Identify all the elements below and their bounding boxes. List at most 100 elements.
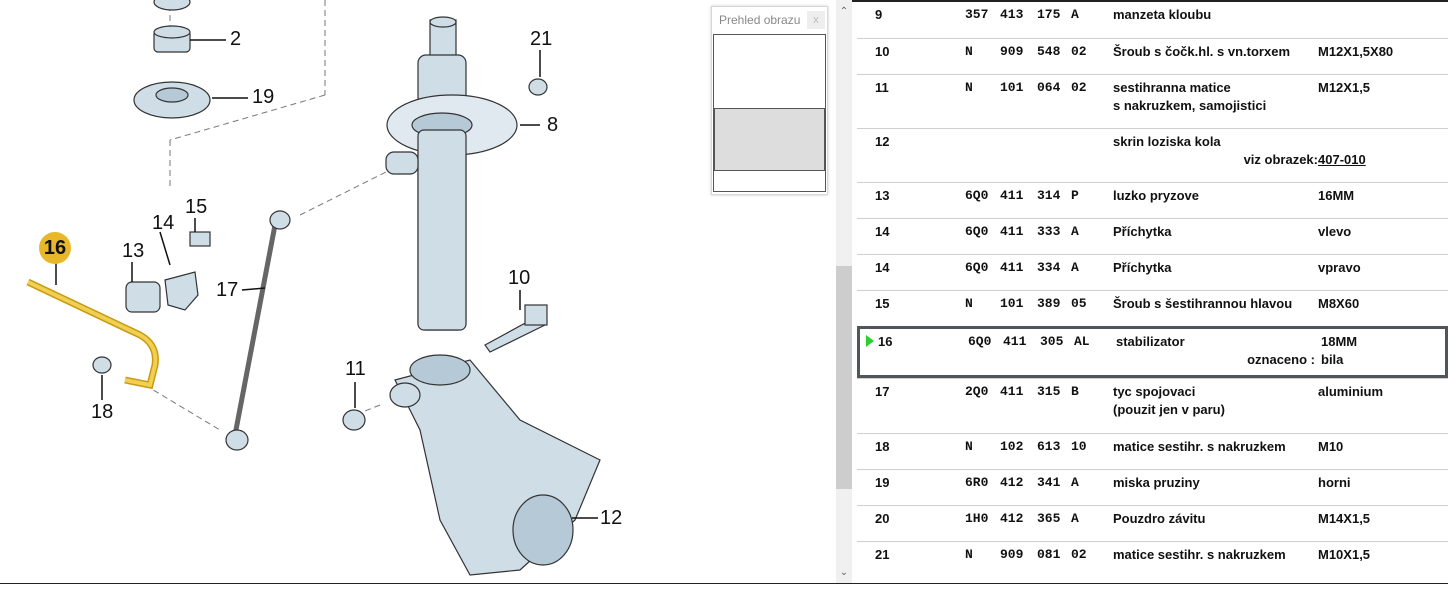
overview-viewport-handle[interactable] bbox=[714, 108, 825, 171]
part-spec: 18MM bbox=[1321, 334, 1358, 349]
divider bbox=[0, 583, 1448, 584]
part-description: Pouzdro závitu bbox=[1113, 511, 1206, 526]
part-spec: aluminium bbox=[1318, 384, 1384, 399]
part-suffix: A bbox=[1071, 511, 1079, 526]
callout-10[interactable]: 10 bbox=[508, 267, 531, 289]
part-number-1: 411 bbox=[1000, 384, 1024, 399]
note-label: oznaceno : bbox=[1247, 352, 1315, 367]
callout-12[interactable]: 12 bbox=[600, 507, 623, 529]
position-number: 16 bbox=[878, 334, 893, 349]
exploded-view-drawing bbox=[26, 0, 601, 576]
part-suffix: P bbox=[1071, 188, 1079, 203]
parts-diagram[interactable]: 2 19 21 8 16 13 14 15 17 10 11 18 12 bbox=[0, 0, 836, 583]
part-description-line2: s nakruzkem, samojistici bbox=[1113, 98, 1267, 113]
divider bbox=[852, 0, 1448, 2]
part-number-2: 175 bbox=[1037, 7, 1061, 22]
part-number-1: 411 bbox=[1000, 260, 1024, 275]
part-description: manzeta kloubu bbox=[1113, 7, 1212, 22]
part-description: sestihranna matice bbox=[1113, 80, 1231, 95]
callout-13[interactable]: 13 bbox=[122, 240, 145, 262]
part-number-1: 101 bbox=[1000, 296, 1024, 311]
overview-close-button[interactable]: x bbox=[807, 11, 825, 29]
callout-2[interactable]: 2 bbox=[230, 28, 242, 50]
part-number-1: 411 bbox=[1003, 334, 1027, 349]
part-prefix: 1H0 bbox=[965, 511, 989, 526]
part-description-line2: (pouzit jen v paru) bbox=[1113, 402, 1225, 417]
position-number: 11 bbox=[875, 80, 889, 95]
part-spec: M14X1,5 bbox=[1318, 511, 1371, 526]
part-prefix: N bbox=[965, 44, 973, 59]
part-number-2: 315 bbox=[1037, 384, 1061, 399]
part-suffix: 02 bbox=[1071, 80, 1087, 95]
part-prefix: 6Q0 bbox=[965, 188, 989, 203]
part-spec: M12X1,5 bbox=[1318, 80, 1371, 95]
part-spec: M10X1,5 bbox=[1318, 547, 1371, 562]
callout-14[interactable]: 14 bbox=[152, 212, 175, 234]
part-suffix: AL bbox=[1074, 334, 1090, 349]
part-number-1: 101 bbox=[1000, 80, 1024, 95]
part-number-2: 314 bbox=[1037, 188, 1061, 203]
position-number: 20 bbox=[875, 511, 890, 526]
part-number-2: 389 bbox=[1037, 296, 1061, 311]
position-number: 19 bbox=[875, 475, 890, 490]
part-number-2: 333 bbox=[1037, 224, 1061, 239]
callout-19[interactable]: 19 bbox=[252, 86, 275, 108]
callout-18[interactable]: 18 bbox=[91, 401, 114, 423]
part-number-2: 081 bbox=[1037, 547, 1061, 562]
part-spec: vlevo bbox=[1318, 224, 1352, 239]
chevron-down-icon[interactable]: ⌄ bbox=[839, 567, 849, 578]
part-description: tyc spojovaci bbox=[1113, 384, 1196, 399]
vertical-scrollbar[interactable]: ⌃ ⌄ bbox=[836, 0, 852, 583]
callout-16-selected[interactable]: 16 bbox=[39, 232, 71, 264]
note-value: bila bbox=[1321, 352, 1344, 367]
part-description: skrin loziska kola bbox=[1113, 134, 1221, 149]
part-prefix: 357 bbox=[965, 7, 989, 22]
part-prefix: 6R0 bbox=[965, 475, 989, 490]
part-number-2: 334 bbox=[1037, 260, 1061, 275]
position-number: 14 bbox=[875, 260, 890, 275]
callout-11[interactable]: 11 bbox=[345, 358, 366, 380]
overview-thumbnail[interactable] bbox=[713, 34, 826, 192]
part-number-2: 305 bbox=[1040, 334, 1064, 349]
see-figure-link[interactable]: 407-010 bbox=[1318, 152, 1366, 167]
part-description: Příchytka bbox=[1113, 260, 1172, 275]
callout-21[interactable]: 21 bbox=[530, 28, 553, 50]
part-suffix: 10 bbox=[1071, 439, 1087, 454]
chevron-up-icon[interactable]: ⌃ bbox=[839, 6, 849, 17]
part-spec: M12X1,5X80 bbox=[1318, 44, 1394, 59]
part-description: luzko pryzove bbox=[1113, 188, 1199, 203]
part-prefix: 6Q0 bbox=[965, 224, 989, 239]
overview-title: Prehled obrazu bbox=[719, 13, 801, 27]
part-suffix: A bbox=[1071, 260, 1079, 275]
part-prefix: N bbox=[965, 80, 973, 95]
part-number-1: 412 bbox=[1000, 475, 1024, 490]
part-number-2: 613 bbox=[1037, 439, 1061, 454]
callout-8[interactable]: 8 bbox=[547, 114, 559, 136]
part-number-2: 548 bbox=[1037, 44, 1061, 59]
part-prefix: 6Q0 bbox=[965, 260, 989, 275]
part-spec: M10 bbox=[1318, 439, 1344, 454]
part-suffix: 02 bbox=[1071, 44, 1087, 59]
scrollbar-thumb[interactable] bbox=[836, 266, 852, 489]
position-number: 17 bbox=[875, 384, 890, 399]
callout-17[interactable]: 17 bbox=[216, 279, 239, 301]
callout-15[interactable]: 15 bbox=[185, 196, 208, 218]
part-description: matice sestihr. s nakruzkem bbox=[1113, 439, 1286, 454]
part-description: matice sestihr. s nakruzkem bbox=[1113, 547, 1286, 562]
part-number-2: 365 bbox=[1037, 511, 1061, 526]
